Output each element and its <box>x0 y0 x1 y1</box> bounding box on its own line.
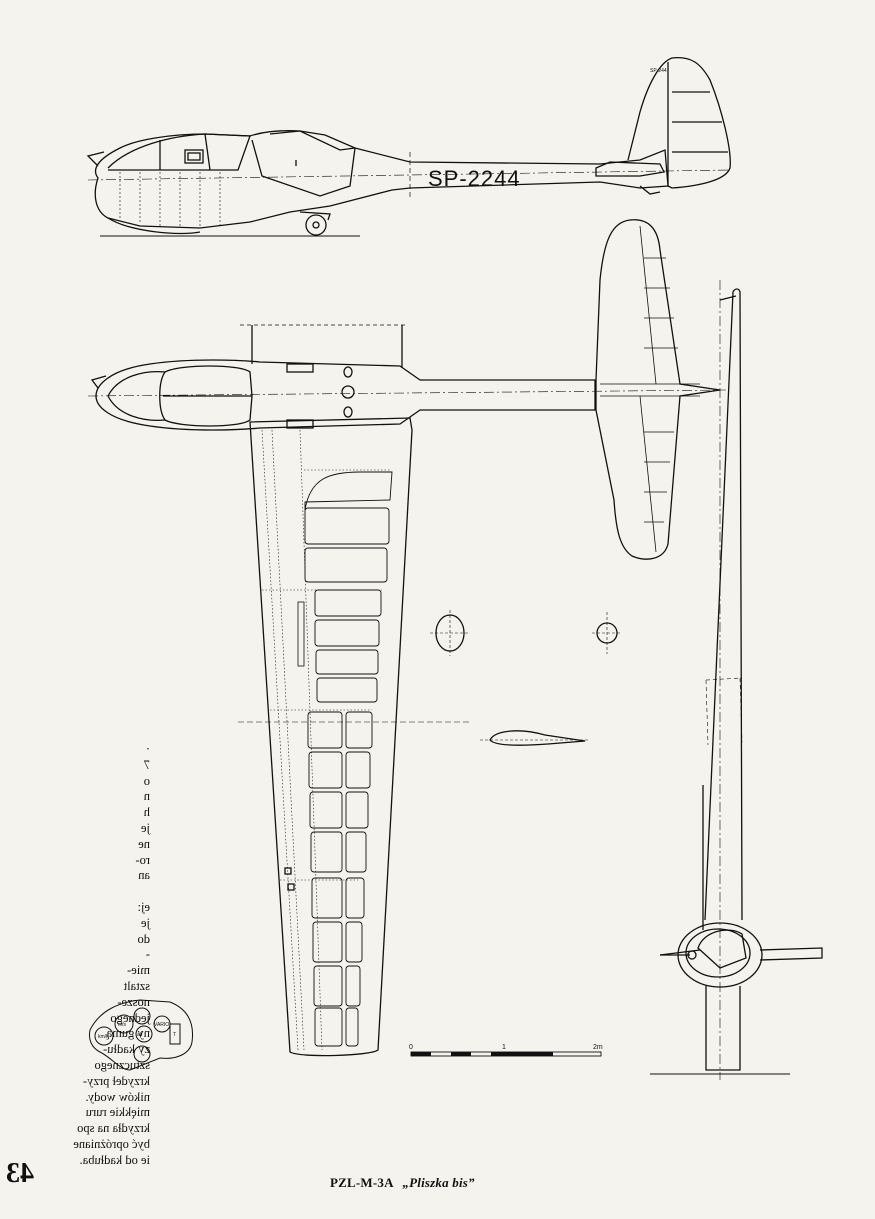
plan-wing <box>249 417 413 1057</box>
show-through-line: krzydła na spo <box>77 1121 150 1136</box>
wing-airfoil <box>489 730 586 746</box>
show-through-line: an <box>138 868 150 883</box>
show-through-line: krzydeł przy- <box>83 1073 150 1088</box>
front-wing <box>704 288 743 921</box>
caption-name: „Pliszka bis” <box>402 1175 475 1190</box>
svg-text:VARIO: VARIO <box>154 1022 169 1028</box>
plan-view <box>87 219 727 1057</box>
plan-tailplane <box>595 219 721 560</box>
show-through-line: sztalt <box>123 978 150 993</box>
front-view <box>650 280 823 1080</box>
svg-text:T: T <box>173 1032 176 1038</box>
show-through-line: sztucznego <box>94 1057 150 1072</box>
show-through-line: je <box>140 915 150 930</box>
show-through-line: - <box>145 947 150 962</box>
show-through-line: n <box>143 789 150 804</box>
show-through-line <box>0 884 150 900</box>
side-registration: SP-2244 <box>428 166 521 191</box>
side-fin <box>627 56 731 189</box>
show-through-line: jednego <box>110 1010 150 1025</box>
side-canopy <box>107 133 251 171</box>
show-through-line: 7 <box>143 757 150 772</box>
show-through-line: ny gumą <box>106 1026 150 1041</box>
side-fuselage <box>94 130 669 229</box>
show-through-line: je <box>140 820 150 835</box>
side-view: SP-2244 SP-244 <box>86 56 731 237</box>
show-through-line: ej: <box>137 899 151 914</box>
cross-sections <box>238 610 622 746</box>
show-through-line: ro- <box>135 852 150 867</box>
scale-bar: 0 1 2m <box>409 1044 603 1057</box>
show-through-line: · <box>145 742 150 756</box>
figure-caption: PZL-M-3A „Pliszka bis” <box>330 1175 475 1191</box>
show-through-line: do <box>137 931 151 946</box>
page-number: 43 <box>6 1158 34 1189</box>
svg-text:km/h: km/h <box>98 1034 109 1040</box>
show-through-line: być opróżniane <box>73 1136 150 1151</box>
show-through-line: zy kadłu- <box>103 1042 150 1057</box>
svg-text:1: 1 <box>502 1044 506 1051</box>
svg-text:SP-244: SP-244 <box>650 68 667 74</box>
svg-text:0: 0 <box>409 1044 413 1051</box>
show-through-line: mie- <box>127 963 150 978</box>
show-through-line: o <box>143 773 150 788</box>
svg-text:m/s: m/s <box>118 1022 127 1028</box>
landing-wheel <box>305 214 327 236</box>
show-through-line: ników wody. <box>85 1089 150 1104</box>
caption-model: PZL-M-3A <box>330 1175 393 1190</box>
instrument-panel: km/h m/s alt VARIO T <box>89 999 194 1071</box>
show-through-line: miękkie ruru <box>85 1105 150 1120</box>
svg-text:2m: 2m <box>593 1044 603 1051</box>
svg-text:alt: alt <box>137 1032 143 1038</box>
show-through-line: nosze- <box>117 994 150 1009</box>
show-through-line: ne <box>138 836 150 851</box>
show-through-line: h <box>143 805 150 820</box>
plan-fuselage <box>95 359 596 431</box>
